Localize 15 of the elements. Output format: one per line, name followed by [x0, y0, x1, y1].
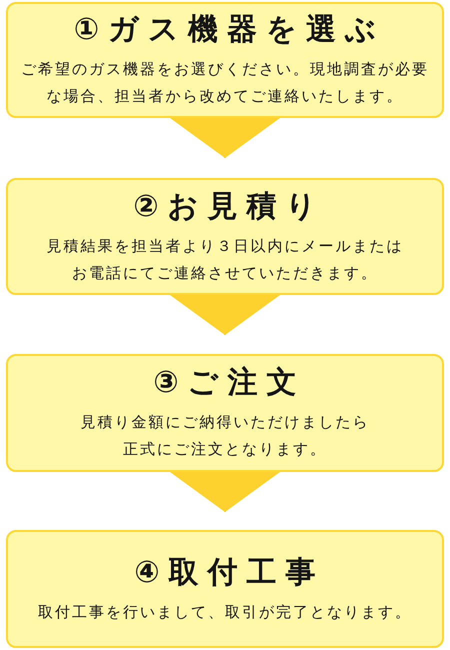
step-heading: ②お見積り: [132, 188, 326, 226]
step-box: [6, 178, 444, 295]
step-heading: ①ガス機器を選ぶ: [72, 11, 386, 49]
step-description: ご希望のガス機器をお選びください。現地調査が必要な場合、担当者から改めてご連絡いたします。: [20, 59, 430, 107]
down-arrow: [170, 472, 280, 512]
down-arrow: [170, 118, 280, 158]
down-arrow: [170, 295, 280, 335]
step-box: [6, 530, 444, 648]
step-box: [6, 354, 444, 472]
step-heading: ④取付工事: [133, 554, 325, 592]
step-description: 見積結果を担当者より３日以内にメールまたはお電話にてご連絡させていただきます。: [46, 236, 404, 284]
step-description: 取付工事を行いまして、取引が完了となります。: [37, 602, 413, 622]
step-heading: ③ご注文: [152, 364, 306, 402]
step-box: [6, 2, 444, 118]
step-description: 見積り金額にご納得いただけましたら正式にご注文となります。: [80, 412, 370, 460]
